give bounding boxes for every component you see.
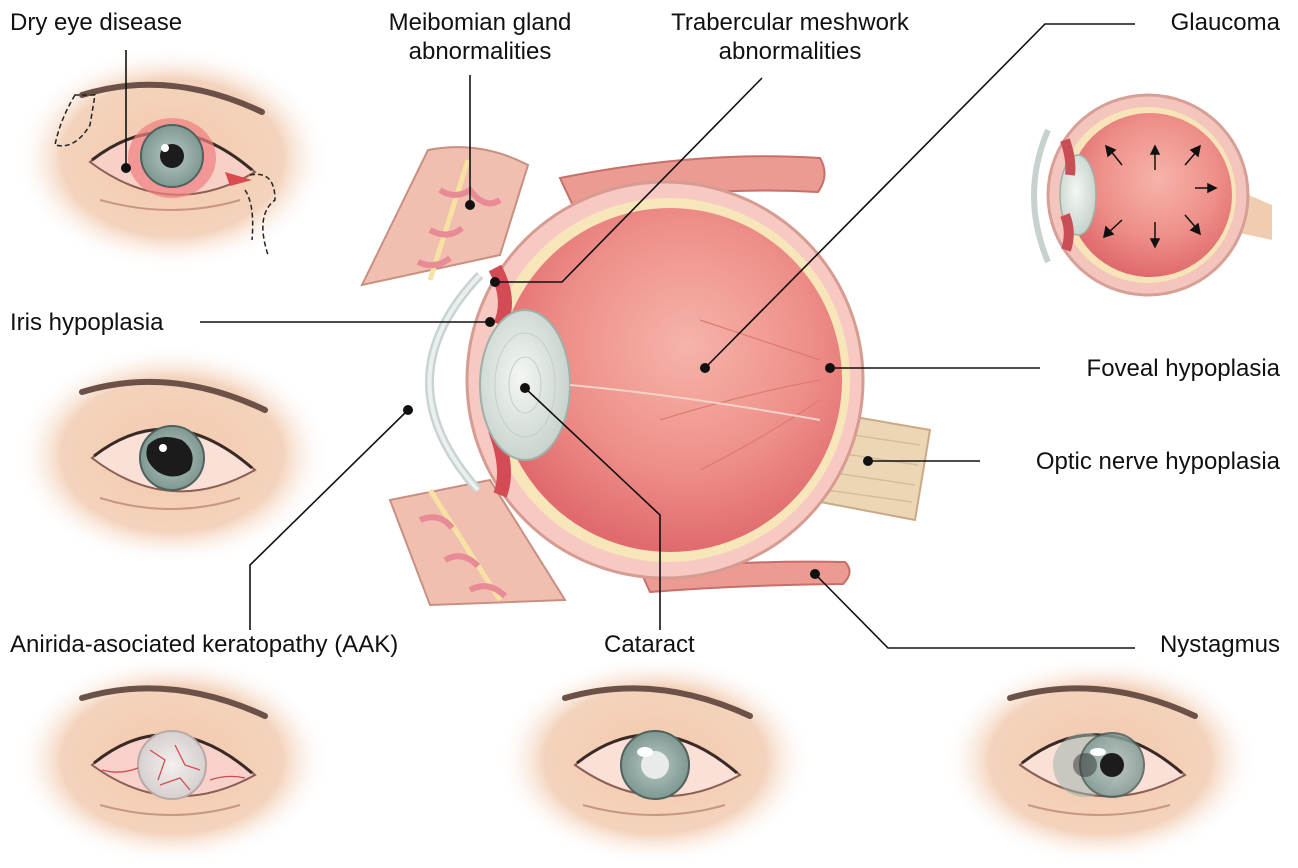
main-eye-cross-section — [362, 147, 930, 605]
label-foveal-hypoplasia: Foveal hypoplasia — [1087, 354, 1280, 383]
label-dry-eye-disease: Dry eye disease — [10, 8, 182, 37]
label-cataract: Cataract — [604, 630, 695, 659]
dry-eye-illustration — [14, 46, 330, 270]
label-meibomian-line2: abnormalities — [350, 37, 610, 66]
label-trabecular-line2: abnormalities — [640, 37, 940, 66]
label-nystagmus: Nystagmus — [1160, 630, 1280, 659]
label-aak: Anirida-asociated keratopathy (AAK) — [10, 630, 398, 659]
cataract-illustration — [497, 655, 813, 863]
aak-illustration — [14, 655, 330, 863]
label-trabecular-line1: Trabercular meshwork — [640, 8, 940, 37]
label-iris-hypoplasia: Iris hypoplasia — [10, 308, 163, 337]
label-glaucoma: Glaucoma — [1171, 8, 1280, 37]
label-meibomian-gland: Meibomian gland abnormalities — [350, 8, 610, 66]
label-meibomian-line1: Meibomian gland — [350, 8, 610, 37]
label-trabecular-meshwork: Trabercular meshwork abnormalities — [640, 8, 940, 66]
label-optic-nerve-hypoplasia: Optic nerve hypoplasia — [1036, 447, 1280, 476]
nystagmus-illustration — [942, 655, 1258, 863]
glaucoma-globe-illustration — [1034, 95, 1272, 295]
